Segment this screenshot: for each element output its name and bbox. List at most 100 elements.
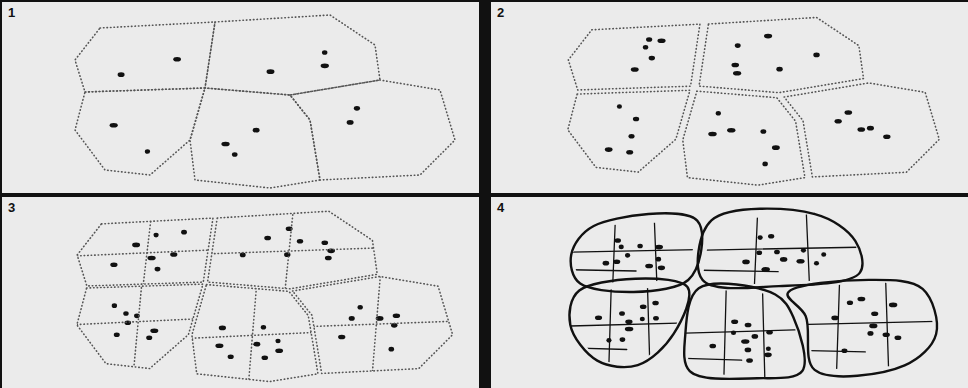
cell-wall [837,280,840,370]
granule-dot [883,134,890,139]
cell-divisions [685,288,802,378]
granule-dot [625,320,632,325]
granule-dot [110,123,118,128]
cell-outline [75,22,215,92]
cell-wall [647,287,649,365]
cell-divisions [570,287,687,365]
granule-dot [745,348,752,353]
cell-outline [75,88,205,175]
granule-dot [112,303,117,308]
granule-dot [393,313,400,318]
cell-wall [208,248,378,254]
granule-dot [831,316,838,321]
granule-dot [617,104,622,109]
cell-divisions [77,218,213,286]
granule-dot [813,53,819,58]
cell-wall [77,250,213,256]
panel-ground [491,197,968,388]
granule-dot [652,301,659,306]
granule-dot [631,67,639,72]
cell-outline [190,88,320,188]
cell-wall [754,214,757,286]
cell-outline [568,24,700,90]
cell-wall [77,319,203,325]
granule-dot [835,119,842,124]
granule-dot [619,311,625,316]
granule-dot [267,69,275,74]
granule-dot [123,311,128,316]
granule-dot [867,126,874,131]
granule-dot [228,354,234,359]
cell-divisions [77,284,203,368]
granule-dot [173,57,181,62]
cell-wall [788,350,866,352]
granule-dot [389,347,395,352]
cell-outline [699,17,864,92]
cell-wall [654,221,657,284]
cell-wall [571,250,697,253]
cell-outline [684,284,805,379]
granule-dot [731,319,738,324]
cell-wall [762,288,764,378]
granule-dot [147,256,155,261]
granule-dot [653,316,659,321]
granule-dot [649,56,655,61]
granule-dot [731,63,739,68]
granule-dot [219,326,226,331]
cell-wall [702,247,860,250]
granule-dot [645,264,653,269]
granule-dot [321,64,329,69]
granule-dot [615,238,621,243]
granule-dot [821,252,826,257]
cell-wall [886,280,889,370]
panel-number: 4 [497,201,504,214]
granule-dot [625,253,630,258]
granule-dot [844,110,852,115]
granule-dot [150,328,158,333]
granule-dot [640,317,645,322]
granule-dot [619,245,624,250]
granule-dot [146,336,152,341]
granule-dot [756,250,762,255]
granule-dot [637,244,642,249]
cell-outline [571,213,702,292]
cell-wall [806,214,809,286]
cell-wall [285,211,293,289]
granule-dot [354,106,360,111]
granule-dot [768,234,774,239]
granule-dot [758,235,763,240]
cell-wall [570,348,626,350]
granule-dot [894,335,901,340]
cell-outline [77,284,203,368]
granule-dot [658,266,665,271]
cell-outline [569,279,689,368]
panel-number: 2 [497,6,504,19]
cell-wall [613,221,616,284]
cell-divisions [788,280,937,370]
granule-dot [261,355,268,360]
granule-dot [605,147,613,152]
cell-wall [192,332,318,338]
panel-ground [2,197,479,388]
granule-dot [847,300,853,305]
granule-dot [261,325,266,330]
granule-dot [321,240,328,245]
panel-number: 3 [8,201,15,214]
granule-dot [655,245,663,250]
granule-dot [628,134,634,139]
stage-panel [2,197,479,388]
cell-wall [570,323,687,326]
granule-dot [349,316,355,321]
granule-dot [708,132,717,137]
cell-outline [77,218,213,286]
cell-outline [290,80,455,180]
granule-dot [114,333,120,338]
granule-dot [742,260,750,265]
granule-dot [155,267,161,272]
granule-dot [110,262,117,267]
granule-dot [215,343,223,348]
granule-dot [633,117,639,122]
granule-dot [716,111,721,116]
cell-wall [293,321,453,327]
